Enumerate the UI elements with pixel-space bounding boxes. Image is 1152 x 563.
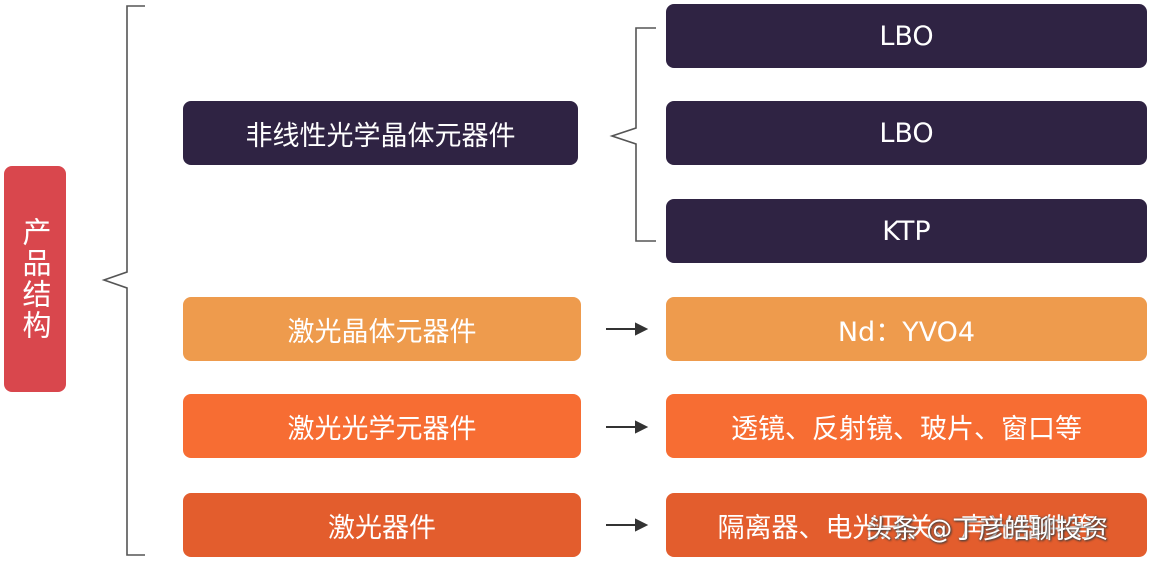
watermark: 头条 @丁彦皓聊投资 (866, 515, 1109, 545)
root-label: 产品结构 (18, 217, 52, 341)
product-label: KTP (882, 215, 931, 247)
category-label: 激光晶体元器件 (287, 316, 477, 348)
category-brace (609, 27, 656, 242)
category-laser-optics: 激光光学元器件 (183, 394, 581, 458)
product-nd-yvo4: Nd：YVO4 (666, 297, 1147, 361)
product-lbo-2: LBO (666, 101, 1147, 165)
product-label: LBO (879, 20, 934, 52)
category-laser-devices: 激光器件 (183, 493, 581, 557)
product-label: LBO (879, 117, 934, 149)
product-ktp: KTP (666, 199, 1147, 263)
category-label: 激光光学元器件 (287, 413, 477, 445)
root-brace (101, 5, 145, 556)
root-node: 产品结构 (4, 166, 66, 392)
product-lbo-1: LBO (666, 4, 1147, 68)
product-label: 透镜、反射镜、玻片、窗口等 (731, 413, 1082, 445)
arrow-cat-1 (606, 322, 649, 336)
product-label: 隔离器、电光开关、声光器件等 (717, 512, 1096, 544)
category-nonlinear-crystal: 非线性光学晶体元器件 (183, 101, 578, 165)
product-optics: 透镜、反射镜、玻片、窗口等 (666, 394, 1147, 458)
category-laser-crystal: 激光晶体元器件 (183, 297, 581, 361)
category-label: 非线性光学晶体元器件 (245, 120, 516, 152)
category-label: 激光器件 (328, 512, 436, 544)
arrow-cat-2 (606, 420, 649, 434)
arrow-cat-3 (606, 518, 649, 532)
product-devices: 隔离器、电光开关、声光器件等 (666, 493, 1147, 557)
product-label: Nd：YVO4 (837, 316, 976, 348)
